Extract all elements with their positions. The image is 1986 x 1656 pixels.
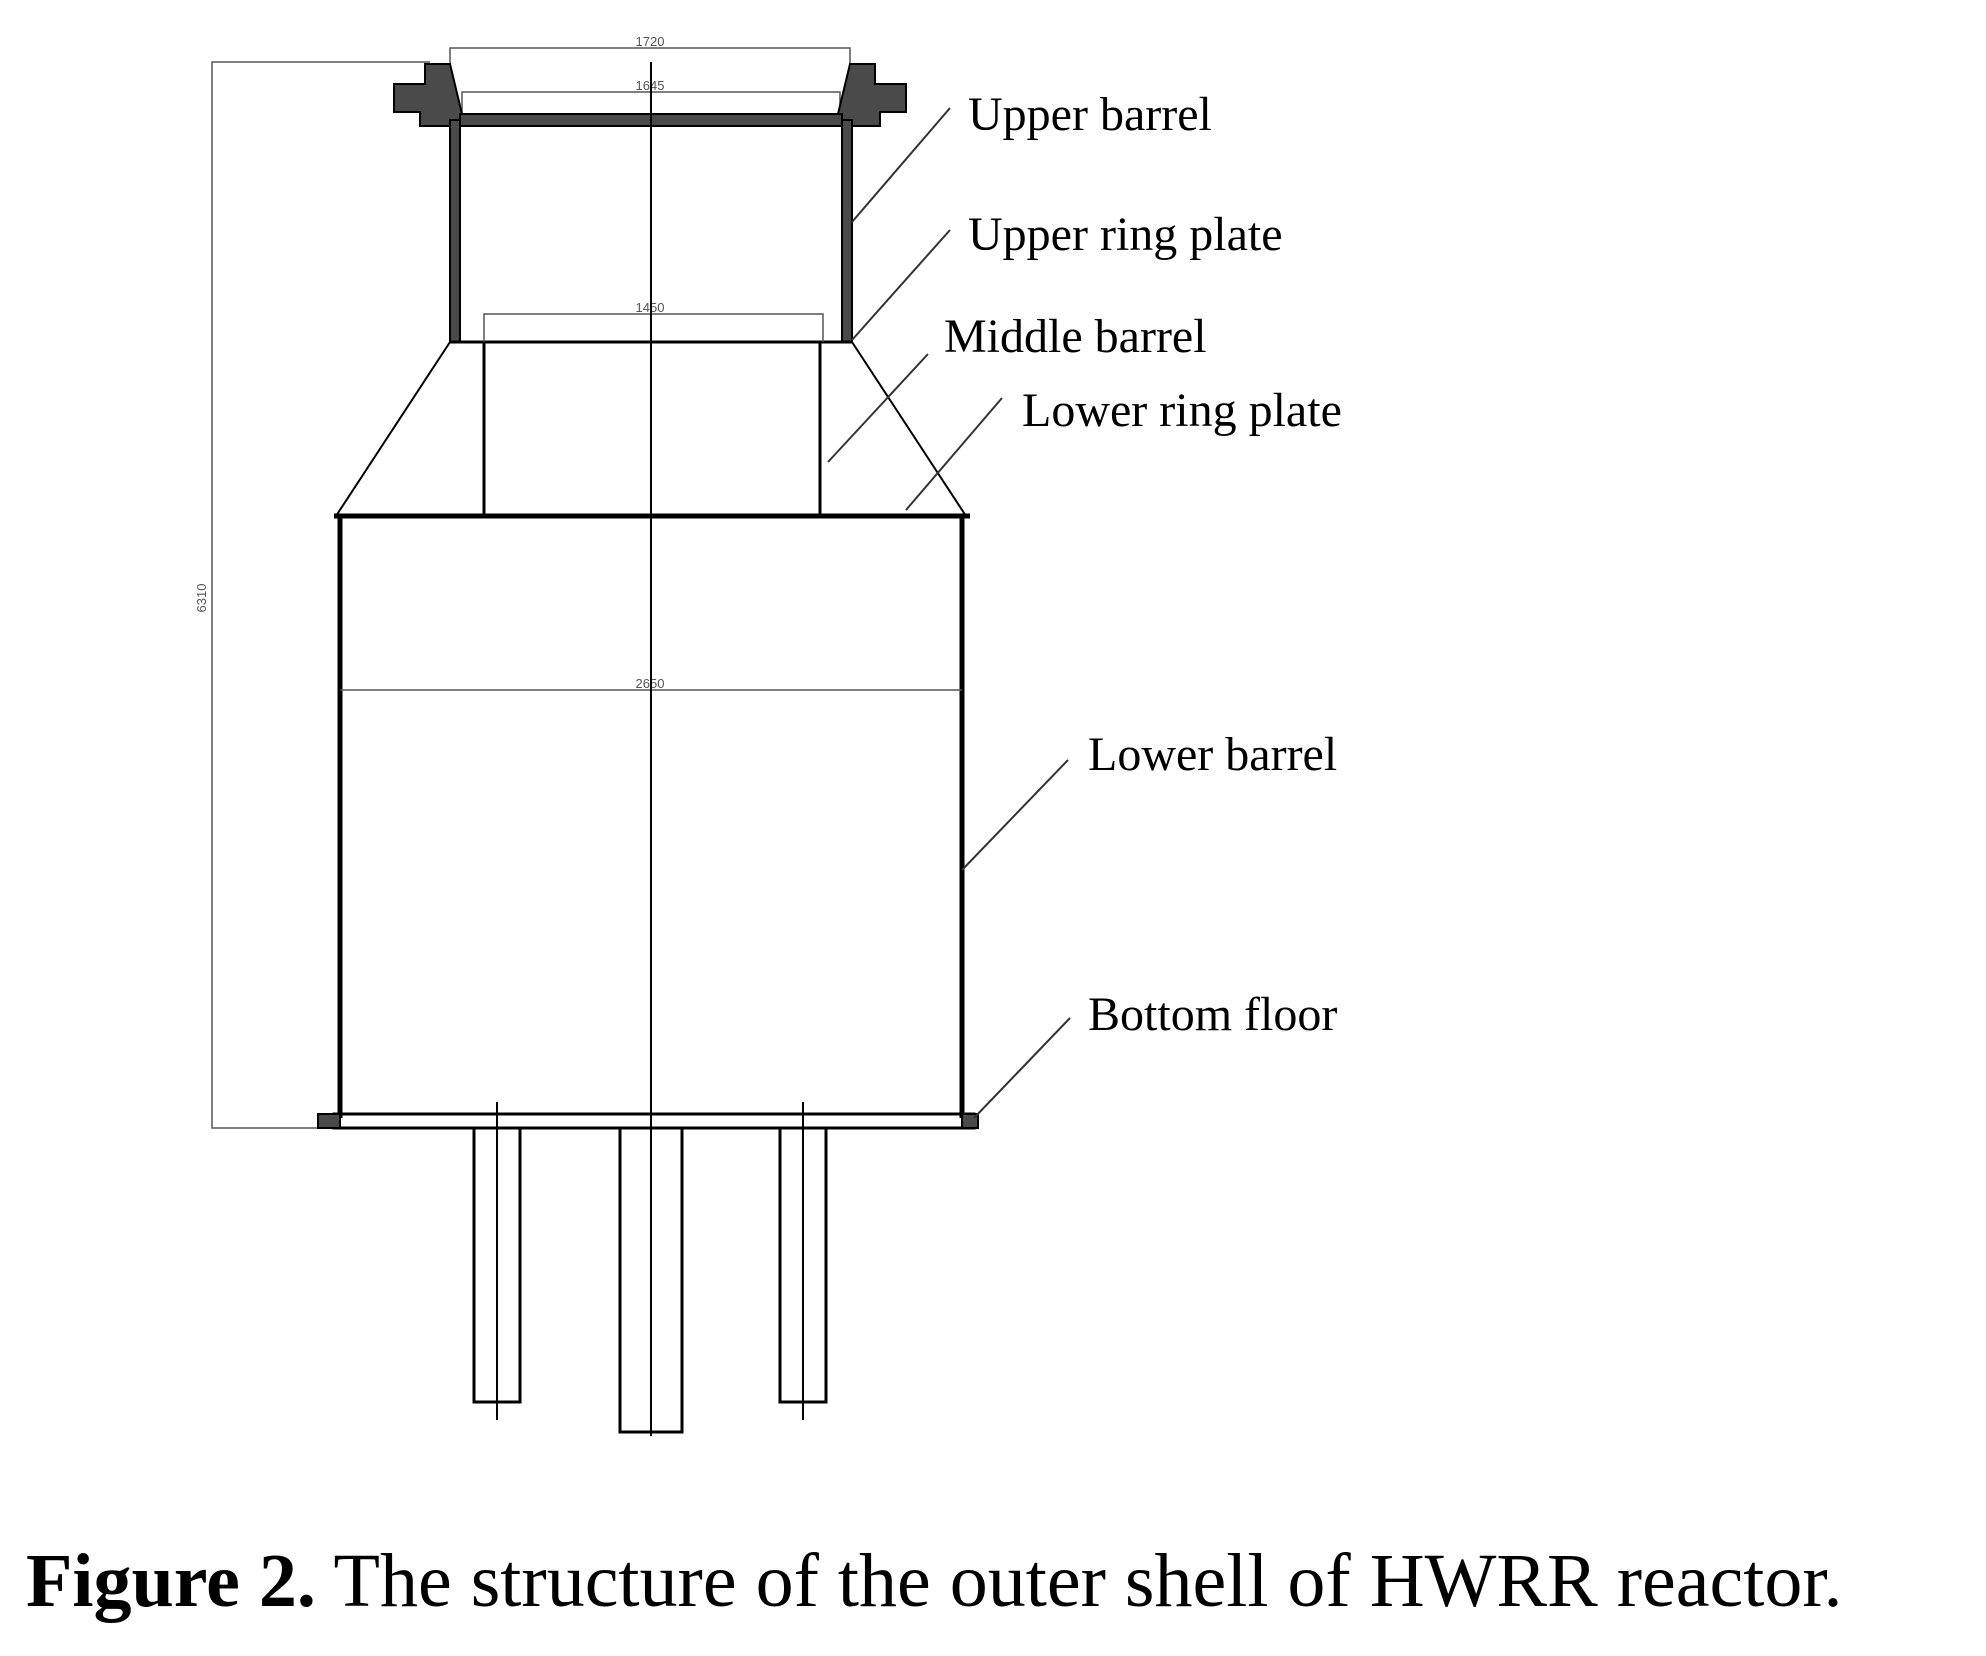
leader-bottom-floor — [973, 1017, 1071, 1119]
leader-lines — [827, 107, 1071, 1119]
upper-flange-left — [393, 63, 463, 127]
leader-middle-barrel — [827, 353, 929, 463]
figure-caption: Figure 2. The structure of the outer she… — [26, 1539, 1976, 1624]
bottom-floor-plate — [332, 1112, 976, 1130]
leader-upper-ring-plate — [851, 229, 951, 341]
top-width-dim: 1720 — [636, 34, 665, 49]
caption-text: The structure of the outer shell of HWRR… — [315, 1539, 1843, 1623]
height-dimension: 6310 — [194, 61, 430, 1129]
middle-barrel: 1450 — [482, 300, 824, 516]
leader-upper-barrel — [851, 107, 951, 223]
bottom-floor — [317, 1112, 979, 1130]
total-height-dim: 6310 — [194, 584, 209, 613]
upper-barrel-left-wall — [449, 119, 461, 343]
upper-barrel-right-wall — [841, 119, 853, 343]
leader-lower-ring-plate — [905, 397, 1003, 511]
label-bottom-floor: Bottom floor — [1088, 988, 1337, 1041]
leader-lower-barrel — [961, 759, 1069, 871]
caption-prefix: Figure 2. — [26, 1539, 316, 1623]
label-middle-barrel: Middle barrel — [944, 310, 1207, 363]
bottom-floor-left-end — [317, 1113, 341, 1129]
component-labels: Upper barrel Upper ring plate Middle bar… — [944, 88, 1342, 1041]
label-upper-barrel: Upper barrel — [968, 88, 1212, 141]
label-lower-barrel: Lower barrel — [1088, 728, 1337, 781]
upper-flange-right — [837, 63, 907, 127]
label-lower-ring-plate: Lower ring plate — [1022, 384, 1342, 437]
label-upper-ring-plate: Upper ring plate — [968, 208, 1283, 261]
